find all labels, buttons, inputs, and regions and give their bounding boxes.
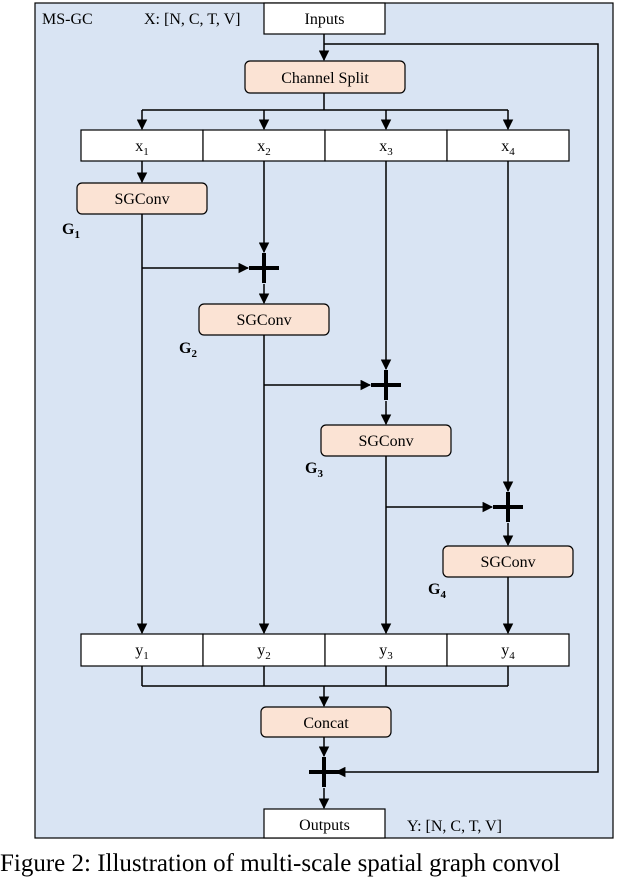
x-row: x1 x2 x3 x4 [80, 129, 570, 162]
skip-connection [324, 43, 599, 778]
group-label-2: G2 [179, 340, 197, 360]
inputs-box [263, 2, 386, 35]
plus-4 [309, 757, 339, 787]
group-label-3: G3 [305, 460, 323, 480]
x-label-3: x3 [379, 138, 393, 158]
y-label-4: y4 [501, 642, 515, 662]
plus-3 [493, 492, 523, 522]
module-label: MS-GC [42, 11, 93, 28]
x-cell-3 [324, 129, 448, 162]
outputs-label: Outputs [299, 817, 350, 834]
x-label-4: x4 [501, 138, 515, 158]
x-cell-4 [446, 129, 570, 162]
y-label-1: y1 [135, 642, 149, 662]
x-label-2: x2 [257, 138, 271, 158]
sgconv-label-4: SGConv [480, 554, 535, 571]
sgconv-label-1: SGConv [114, 191, 169, 208]
sgconv-label-2: SGConv [236, 312, 291, 329]
plus-signs [249, 253, 523, 787]
input-shape-label: X: [N, C, T, V] [144, 11, 240, 28]
y-cell-1 [80, 633, 204, 667]
connections [136, 34, 599, 810]
y-label-2: y2 [257, 642, 271, 662]
channel-split-label: Channel Split [281, 70, 369, 87]
y-row: y1 y2 y3 y4 [80, 633, 570, 667]
figure-caption: Figure 2: Illustration of multi-scale sp… [0, 850, 561, 877]
group-label-4: G4 [428, 581, 446, 601]
sgconv-label-3: SGConv [358, 433, 413, 450]
concat-label: Concat [303, 715, 349, 732]
y-cell-3 [324, 633, 448, 667]
x-cell-2 [202, 129, 326, 162]
x-label-1: x1 [135, 138, 149, 158]
group-label-1: G1 [62, 221, 80, 241]
plus-2 [371, 370, 401, 400]
y-label-3: y3 [379, 642, 393, 662]
plus-1 [249, 253, 279, 283]
output-shape-label: Y: [N, C, T, V] [407, 818, 502, 835]
inputs-label: Inputs [305, 11, 345, 28]
